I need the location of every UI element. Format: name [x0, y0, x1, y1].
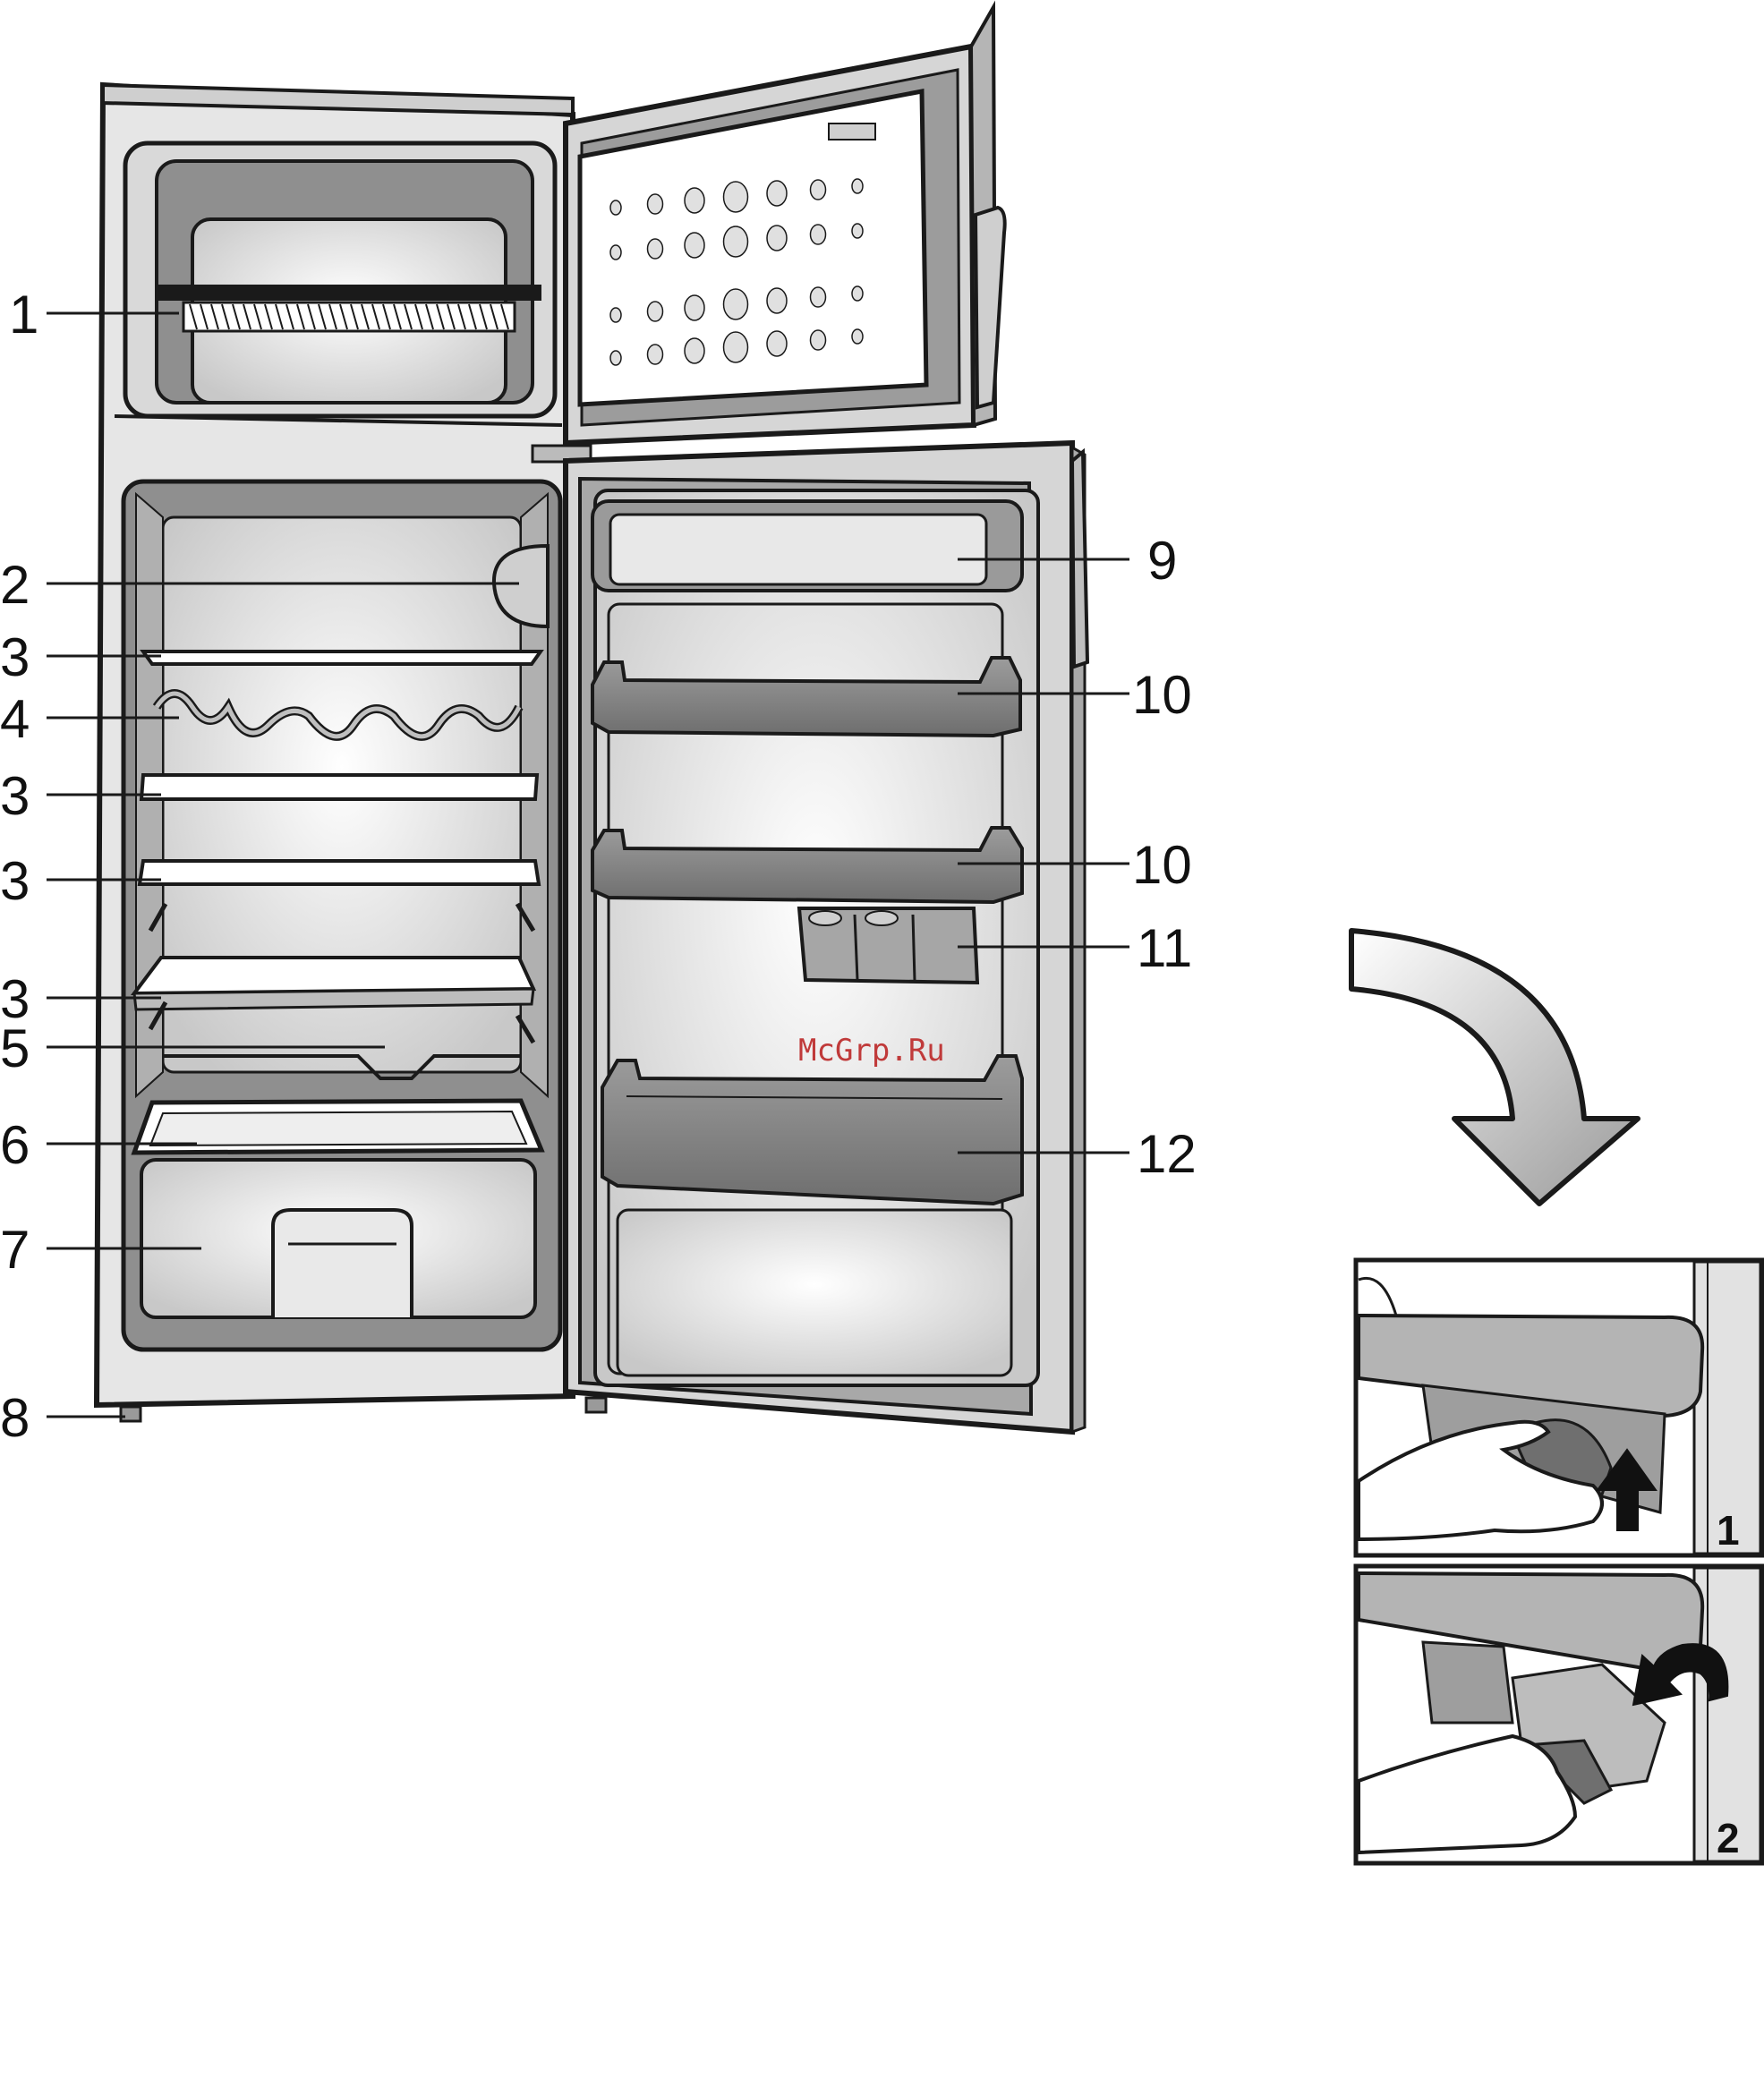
door-dimple: [648, 345, 663, 364]
crisper-drawer: [141, 1160, 535, 1317]
callout-2: 2: [0, 555, 30, 615]
egg-tray: [799, 908, 977, 983]
door-dimple: [767, 331, 787, 356]
callout-7: 7: [0, 1220, 30, 1280]
glass-shelf-4: [134, 958, 533, 1009]
door-dimple: [648, 239, 663, 259]
freezer-compartment: [125, 143, 555, 416]
freezer-door: [566, 7, 1005, 443]
curved-arrow-icon: [1351, 931, 1638, 1204]
door-dimple: [610, 245, 621, 260]
callout-5: 5: [0, 1018, 30, 1078]
door-dimple: [852, 179, 863, 193]
door-dimple: [811, 180, 826, 200]
glass-shelf-1: [143, 651, 541, 664]
door-dimple: [852, 224, 863, 238]
door-dimple: [811, 287, 826, 307]
step-panel-2: 2: [1356, 1566, 1763, 1863]
freezer-door-handle: [976, 208, 1005, 407]
callout-3c: 3: [0, 851, 30, 911]
door-dimple: [648, 302, 663, 321]
watermark: McGrp.Ru: [798, 1033, 945, 1069]
door-dimple: [724, 226, 748, 257]
callout-4: 4: [0, 689, 30, 749]
callout-3a: 3: [0, 627, 30, 687]
door-dimple: [767, 288, 787, 313]
glass-shelf-3: [140, 861, 539, 884]
door-dimple: [724, 182, 748, 212]
step-number-1: 1: [1717, 1507, 1740, 1554]
callout-12: 12: [1137, 1124, 1197, 1184]
callout-3b: 3: [0, 766, 30, 826]
glass-shelf-2: [141, 775, 537, 799]
callout-9: 9: [1147, 531, 1177, 591]
door-dimple: [610, 200, 621, 215]
door-dimple: [648, 194, 663, 214]
door-dimple: [685, 233, 704, 258]
door-dimple: [811, 225, 826, 244]
door-dimple: [724, 332, 748, 362]
callout-1: 1: [9, 285, 38, 345]
door-dimple: [767, 226, 787, 251]
callout-8: 8: [0, 1388, 30, 1448]
door-dimple: [685, 338, 704, 363]
door-lower-compartment: [618, 1210, 1011, 1375]
step-number-2: 2: [1717, 1815, 1740, 1861]
door-dimple: [852, 329, 863, 344]
step-panel-1: 1: [1356, 1260, 1763, 1555]
door-dimple: [685, 295, 704, 320]
door-dimple: [685, 188, 704, 213]
door-dimple: [852, 286, 863, 301]
door-dimple: [767, 181, 787, 206]
callout-6: 6: [0, 1115, 30, 1175]
door-dimple: [610, 308, 621, 322]
callout-10b: 10: [1132, 835, 1192, 895]
freezer-grid-shelf: [157, 285, 541, 331]
door-dimple: [610, 351, 621, 365]
callout-11: 11: [1137, 918, 1192, 978]
dairy-compartment: [592, 501, 1022, 591]
door-dimple: [724, 289, 748, 319]
callout-10a: 10: [1132, 665, 1192, 725]
door-dimple: [811, 330, 826, 350]
